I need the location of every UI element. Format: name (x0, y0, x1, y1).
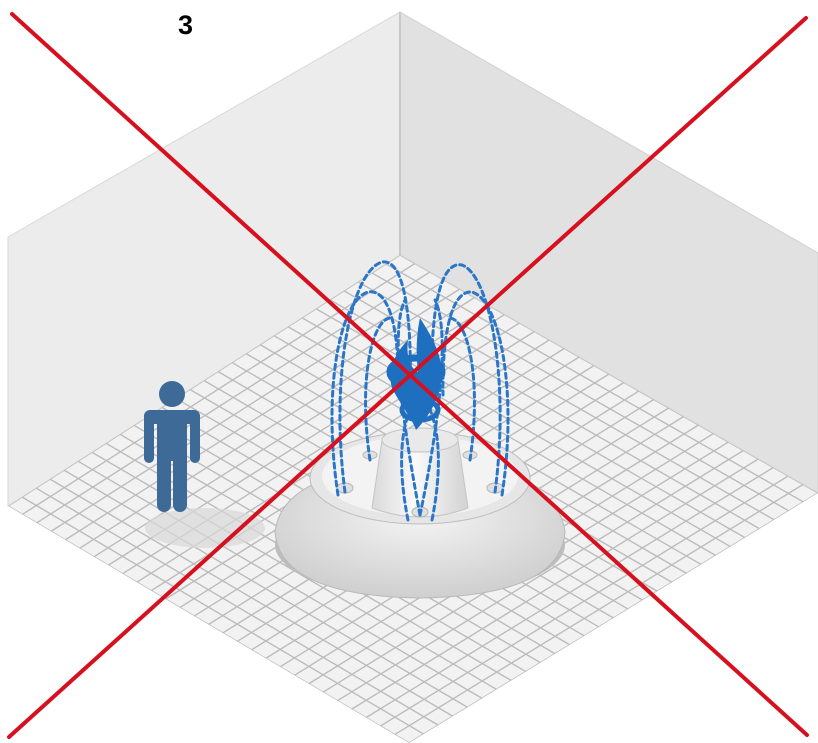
cross-out-mark (7, 12, 809, 739)
grid-line (77, 460, 483, 699)
grid-line (337, 449, 744, 702)
grid-line (394, 483, 804, 736)
flame-logo-icon (386, 318, 446, 430)
grid-line (21, 496, 424, 735)
person-icon (144, 381, 200, 512)
step-number: 3 (178, 10, 194, 40)
grid-line (379, 475, 789, 727)
grid-line (49, 478, 454, 717)
grid-line (351, 458, 759, 710)
fountain-icon (274, 260, 566, 599)
grid-line (365, 466, 774, 719)
person-shadow (145, 508, 265, 548)
grid-line (63, 469, 468, 708)
grid-line (35, 487, 439, 726)
